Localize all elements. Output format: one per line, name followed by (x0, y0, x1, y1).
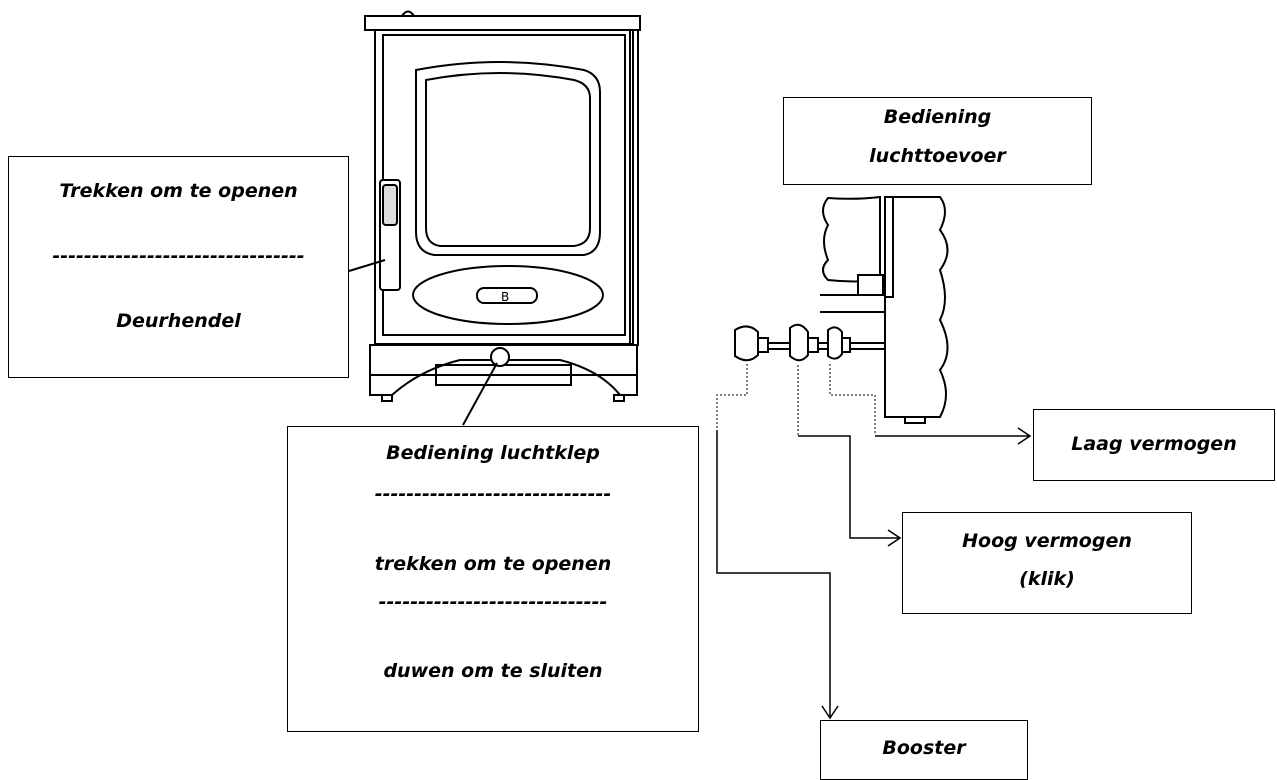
booster-label-box: Booster (820, 720, 1028, 780)
air-valve-leader (462, 362, 498, 426)
booster-arrowhead (821, 705, 839, 720)
high-power-line-1: Hoog vermogen (962, 530, 1132, 552)
air-supply-label-box: Bediening luchttoevoer (783, 97, 1092, 185)
air-valve-title: Bediening luchtklep (386, 442, 600, 464)
low-power-label-box: Laag vermogen (1033, 409, 1275, 481)
air-supply-line-1: Bediening (883, 106, 992, 128)
air-valve-divider-1: ------------------------------ (374, 483, 612, 505)
high-power-arrow-line (798, 435, 900, 539)
door-handle-divider: -------------------------------- (52, 245, 305, 267)
door-handle-leader (348, 259, 386, 272)
door-handle-pull-text: Trekken om te openen (59, 180, 298, 202)
stove-badge: B (501, 290, 509, 304)
air-valve-push-text: duwen om te sluiten (383, 660, 603, 682)
high-power-arrowhead (887, 529, 902, 547)
booster-arrow-line (716, 430, 831, 718)
low-power-dotted-leader (829, 364, 876, 435)
booster-text: Booster (882, 737, 966, 759)
high-power-line-2: (klik) (1019, 568, 1075, 590)
high-power-label-box: Hoog vermogen (klik) (902, 512, 1192, 614)
air-valve-pull-text: trekken om te openen (374, 553, 612, 575)
air-control-detail (734, 195, 949, 424)
air-supply-line-2: luchttoevoer (869, 145, 1006, 167)
low-power-text: Laag vermogen (1071, 433, 1237, 455)
booster-dotted-leader (716, 364, 748, 430)
door-handle-label-box: Trekken om te openen -------------------… (8, 156, 349, 378)
low-power-arrowhead (1017, 427, 1032, 445)
air-valve-label-box: Bediening luchtklep --------------------… (287, 426, 699, 732)
air-valve-divider-2: ----------------------------- (378, 591, 608, 613)
stove-illustration: B (364, 10, 641, 402)
door-handle-title: Deurhendel (116, 310, 241, 332)
